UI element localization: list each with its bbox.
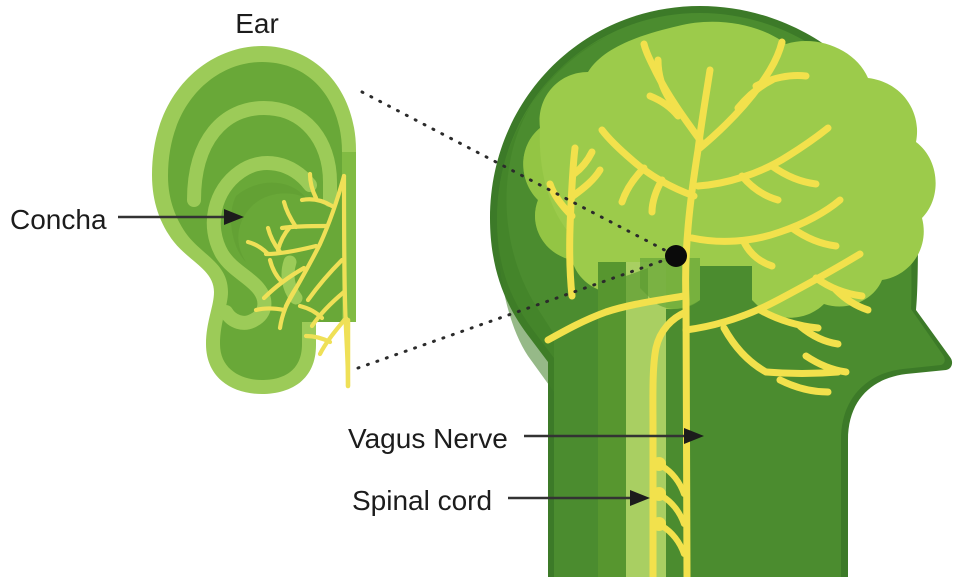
nerve-branch-mid-right-3: [738, 172, 782, 204]
vagus-nerve-label: Vagus Nerve: [348, 423, 508, 454]
concha-label: Concha: [10, 204, 107, 235]
spinal-ganglia: [652, 457, 666, 531]
spinal-cord-label: Spinal cord: [352, 485, 492, 516]
nerve-branch-mid-right-2: [768, 162, 820, 188]
brainstem-notch: [626, 268, 648, 306]
nerve-branch-lower-right-2: [788, 224, 840, 250]
nerve-branch-upper-left-2: [654, 56, 674, 104]
ear-helix-groove: [187, 100, 337, 207]
dotted-connectors: [356, 90, 678, 370]
cervical-branch-3c: [802, 352, 850, 376]
vagus-nerve-trunk: [682, 296, 691, 577]
nerve-left-sapling-branch-1: [569, 166, 604, 200]
spinal-ganglion-1: [652, 457, 666, 471]
nerve-branch-upper-left-3: [646, 92, 682, 120]
nerve-branch-lower-right: [688, 196, 844, 245]
nerve-branch-mid-left-3: [648, 176, 666, 216]
vagus-and-spinal-nerves: [544, 250, 872, 577]
ear-concha-shade: [231, 182, 306, 262]
spinal-leader-arrowhead: [630, 490, 650, 506]
auricular-branch-a: [299, 197, 335, 209]
nerve-branch-mid-right: [694, 124, 832, 190]
nerve-main-trunk: [682, 66, 714, 304]
cervical-branch-1b: [832, 286, 872, 314]
ear-title: Ear: [235, 8, 279, 39]
auricular-branch-b: [279, 223, 329, 231]
nerve-junction-dot: [665, 245, 687, 267]
auricular-branch-g: [309, 289, 347, 329]
nerve-branch-upper-right: [696, 38, 786, 152]
auricular-branch-f: [305, 257, 345, 303]
spinal-ganglion-3: [652, 517, 666, 531]
nerve-branch-lower-right-3: [740, 238, 776, 270]
auricular-branch-e2: [253, 306, 287, 313]
nerve-branch-mid-left-2: [618, 164, 648, 206]
cervical-branch-3d: [776, 376, 832, 396]
concha-leader-arrowhead: [224, 209, 244, 225]
cervical-branch-2: [756, 306, 822, 332]
vagus-left-lateral-branch: [649, 308, 690, 577]
cervical-branch-3b: [762, 368, 842, 377]
auricular-branch-to-ear: [544, 292, 688, 344]
leader-lines: [118, 209, 704, 506]
auricular-branch-c2: [265, 225, 283, 255]
auricular-branch-g2: [297, 303, 325, 321]
spinal-ganglion-2: [652, 487, 666, 501]
lower-dotted-connector: [356, 254, 678, 370]
nerve-branch-upper-right-3: [734, 76, 776, 112]
nerve-left-sapling-stem: [566, 144, 579, 300]
auricular-branch-a2: [307, 171, 319, 201]
cervical-branch-3: [720, 324, 770, 376]
nerve-left-sapling-branch-2: [546, 180, 576, 220]
head-temple-shade: [497, 36, 608, 392]
auricular-branch-c3: [245, 239, 271, 257]
cervical-branch-main: [682, 250, 864, 334]
brain-nerve-tree: [546, 38, 844, 304]
ear-antihelix-groove: [206, 156, 317, 330]
nerve-branch-mid-left: [598, 126, 698, 200]
vagus-leader-arrowhead: [684, 428, 704, 444]
auricular-branch-h: [317, 315, 349, 357]
upper-dotted-connector: [360, 90, 678, 258]
auricular-branch-d2: [267, 257, 285, 285]
brain-shade: [523, 128, 572, 260]
nerve-left-sapling-branch-3: [570, 148, 596, 178]
auricular-branch-h2: [303, 333, 333, 345]
auricular-branch-b2: [281, 199, 299, 230]
cervical-branch-2a: [796, 322, 842, 348]
auricular-branch-e: [277, 285, 299, 331]
